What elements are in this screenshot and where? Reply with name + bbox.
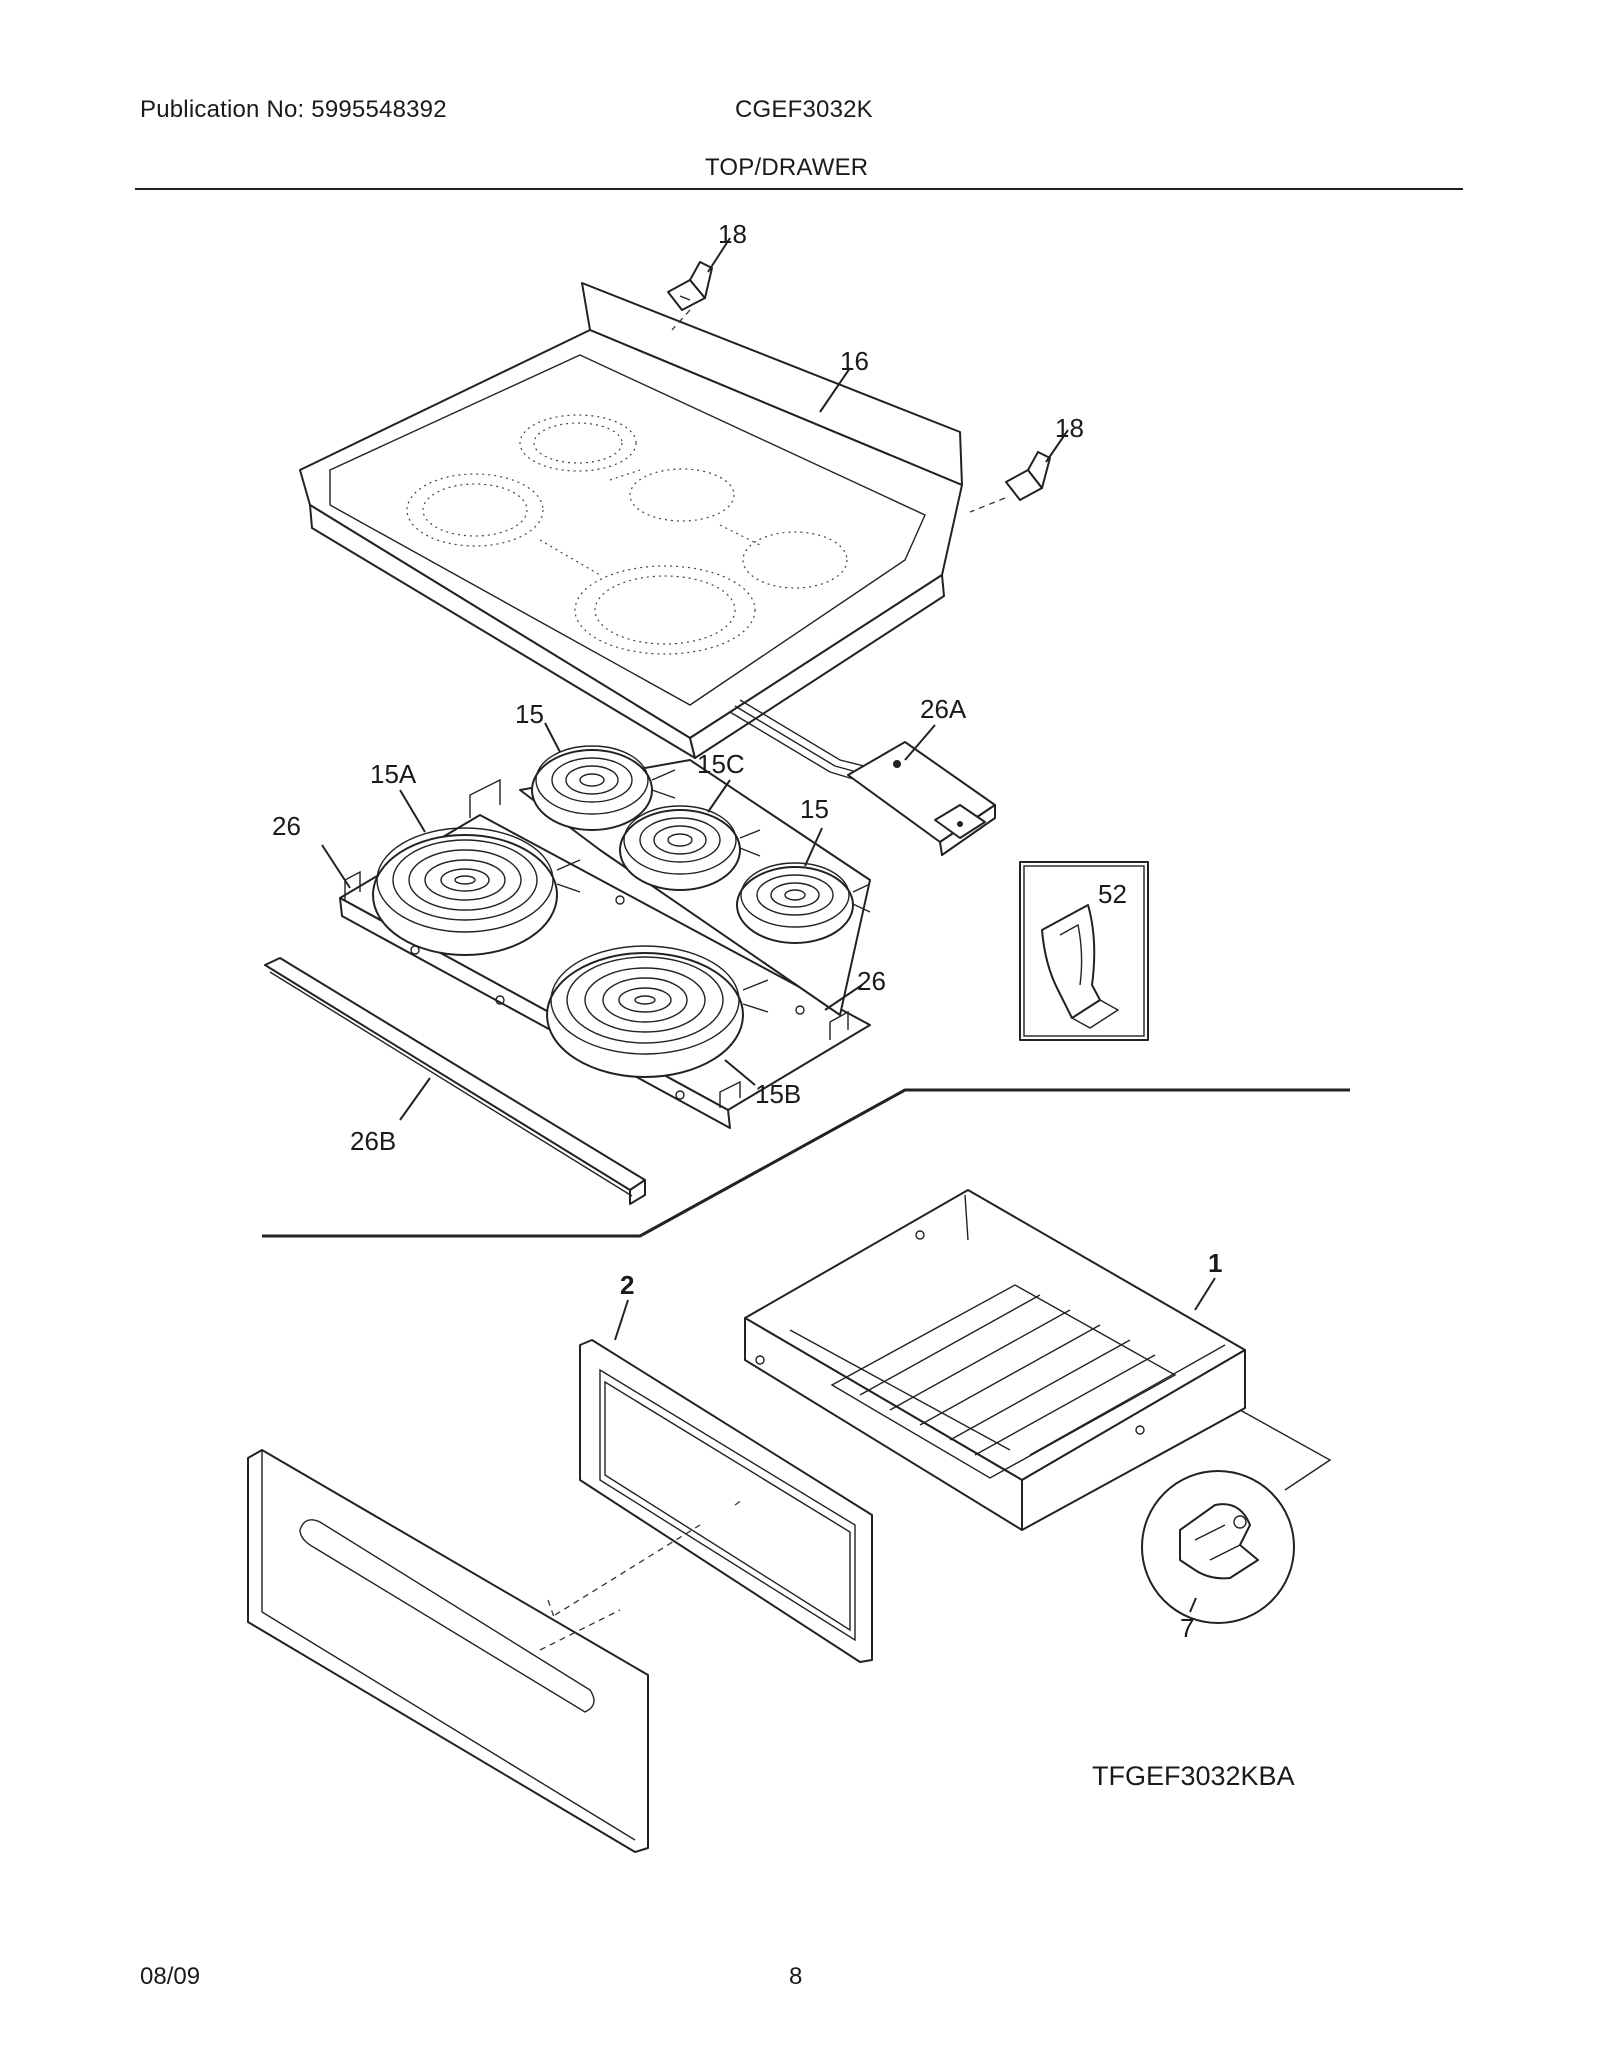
element-part-15-right: [736, 862, 871, 944]
callout-1: 1: [1208, 1248, 1222, 1278]
section-title: TOP/DRAWER: [705, 154, 869, 181]
callout-15-right: 15: [800, 794, 829, 824]
callout-18-left: 18: [718, 219, 747, 249]
callout-18-right: 18: [1055, 413, 1084, 443]
leader-26-left: [321, 844, 351, 889]
leader-15B: [724, 1059, 756, 1086]
bracket-part-18-right: [969, 429, 1069, 513]
element-part-15C: [619, 805, 761, 891]
drawer-body-part-1: [744, 1189, 1332, 1531]
element-part-15A: [372, 827, 581, 956]
callout-26-right: 26: [857, 966, 886, 996]
leader-16: [819, 367, 851, 413]
callout-52: 52: [1098, 879, 1127, 909]
drawer-front: [247, 1449, 743, 1853]
model-number: CGEF3032K: [735, 96, 873, 123]
element-part-15B: [546, 945, 769, 1078]
element-part-15-rear: [531, 745, 676, 831]
leader-15C: [707, 779, 731, 813]
callout-2: 2: [620, 1270, 634, 1300]
leader-15A: [399, 789, 426, 833]
bracket-part-18-left: [667, 237, 731, 331]
part-52-box: [1019, 861, 1149, 1041]
callout-15B: 15B: [755, 1079, 801, 1109]
drawer-panel-part-2: [579, 1299, 873, 1663]
leader-26-right: [824, 984, 863, 1011]
callout-26B: 26B: [350, 1126, 396, 1156]
publication-number: Publication No: 5995548392: [140, 96, 447, 123]
callout-16: 16: [840, 346, 869, 376]
terminal-block-part-26A: [847, 724, 996, 856]
callout-7: 7: [1180, 1613, 1194, 1643]
callout-26A: 26A: [920, 694, 967, 724]
part-7-circle: [1141, 1470, 1295, 1624]
section-separator: [262, 1088, 1350, 1238]
leader-15-right: [804, 827, 823, 867]
callout-26-left: 26: [272, 811, 301, 841]
callout-15A: 15A: [370, 759, 417, 789]
leader-15-rear: [544, 722, 561, 753]
trim-part-26B: [264, 957, 646, 1205]
cooktop-part-16: [299, 282, 963, 785]
header-rule: [135, 188, 1463, 190]
diagram-code: TFGEF3032KBA: [1092, 1761, 1295, 1791]
footer-date: 08/09: [140, 1963, 201, 1990]
callout-15C: 15C: [697, 749, 745, 779]
footer-page-number: 8: [789, 1963, 803, 1990]
callout-15-rear: 15: [515, 699, 544, 729]
